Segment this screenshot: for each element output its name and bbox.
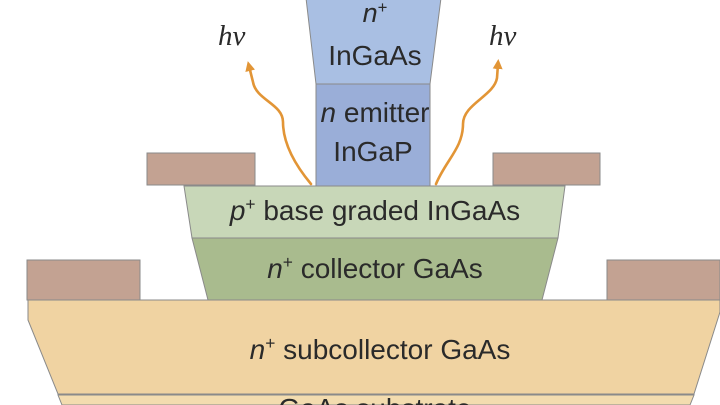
collector-contact-left [26,259,141,301]
emitter-label-prefix: n [320,97,337,128]
base-contact-right [492,152,601,186]
photon-arrow-left [245,61,313,186]
collector-contact-right [606,259,720,301]
collector-label-prefix: n [267,253,283,284]
base-label: p+ base graded InGaAs [180,194,570,226]
photon-label-right: hν [489,20,517,52]
photon-arrow-right [434,59,503,186]
substrate-label: GaAs substrate [200,395,550,405]
emitter-label-text: emitter [336,97,430,128]
emitter-label: n emitter [300,99,450,127]
cap-material-label: InGaAs [328,40,422,71]
cap-layer [305,0,442,85]
base-label-text: base graded InGaAs [255,195,521,226]
base-layer [183,185,566,239]
emitter-layer [315,83,431,187]
subcollector-label-text: subcollector GaAs [275,334,511,365]
base-contact-left [146,152,256,186]
cap-label-prefix: n [362,0,378,28]
substrate-layer [57,394,695,405]
subcollector-label-prefix: n [249,334,266,365]
collector-label-text: collector GaAs [292,253,483,284]
photon-label-left: hν [218,20,246,52]
cap-label-sup: + [377,0,388,17]
subcollector-label: n+ subcollector GaAs [150,333,610,365]
subcollector-label-sup: + [265,333,276,354]
subcollector-layer [27,299,720,395]
emitter-material-label: InGaP [333,136,413,167]
collector-label-sup: + [282,252,293,273]
base-label-sup: + [245,194,256,215]
collector-label: n+ collector GaAs [200,252,550,284]
base-label-prefix: p [229,195,246,226]
cap-label: n+ [318,0,432,27]
